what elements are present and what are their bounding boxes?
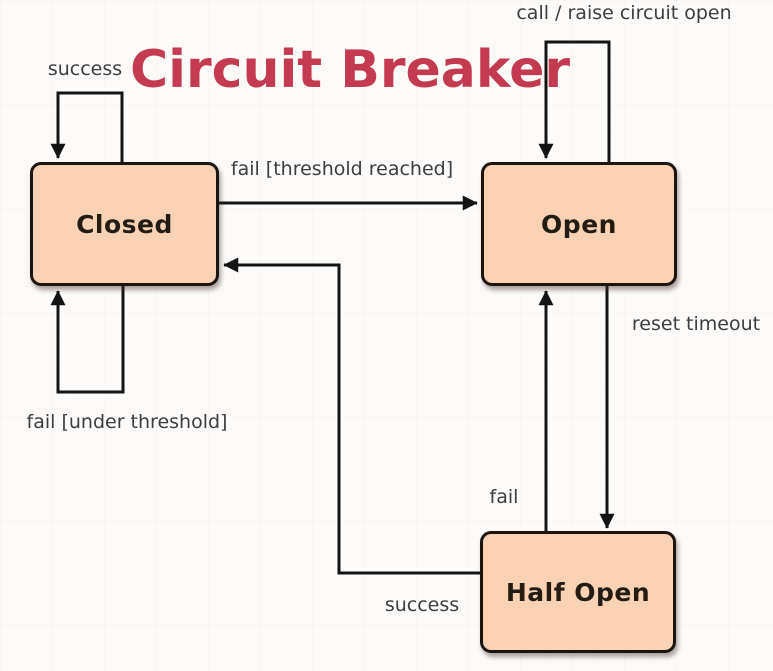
edge-label-half-open-success: success — [384, 594, 460, 616]
state-closed: Closed — [30, 162, 219, 286]
state-half-open-label: Half Open — [505, 577, 651, 607]
state-half-open: Half Open — [480, 531, 676, 653]
edge-label-closed-success: success — [47, 58, 123, 80]
edge-closed-fail-loop — [50, 286, 125, 394]
edge-halfopen-to-closed — [223, 257, 480, 575]
edge-open-call-loop — [538, 40, 611, 163]
edge-label-open-call-loop: call / raise circuit open — [516, 2, 732, 24]
state-open-label: Open — [541, 209, 617, 239]
edge-label-reset-timeout: reset timeout — [631, 313, 761, 335]
edge-label-fail-under-threshold: fail [under threshold] — [26, 411, 228, 433]
edge-label-half-open-fail: fail — [489, 486, 519, 508]
edge-closed-success-loop — [50, 91, 124, 163]
state-closed-label: Closed — [76, 209, 173, 239]
state-open: Open — [481, 162, 677, 286]
edge-label-fail-threshold-reached: fail [threshold reached] — [230, 158, 454, 180]
page-title: Circuit Breaker — [130, 40, 570, 100]
